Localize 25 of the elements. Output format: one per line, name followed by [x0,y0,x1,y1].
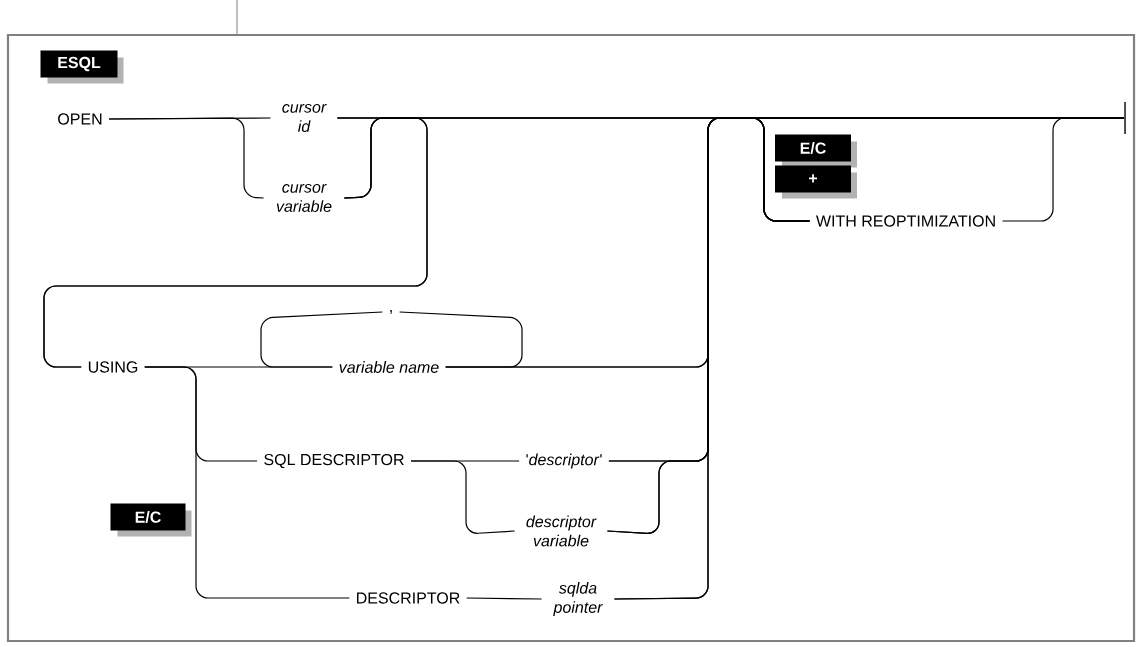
node-label: E/C [800,142,826,154]
keyword: , [382,304,400,320]
railroad-line [399,311,523,368]
railroad-line [43,117,428,368]
variable-term: variable name [332,355,446,379]
railroad-line [1001,117,1125,222]
badge: + [775,165,857,199]
keyword: USING [81,355,145,379]
railroad-line [144,366,350,599]
variable-term: descriptor variable [515,509,607,553]
badge: E/C [775,134,857,168]
keyword: 'descriptor' [519,447,609,475]
badge: ESQL [40,50,124,84]
variable-term: cursor variable [264,178,344,218]
railroad-line [466,597,543,600]
keyword: WITH REOPTIMIZATION [809,209,1003,233]
variable-term: sqlda pointer [542,575,614,623]
railroad-line [260,311,383,368]
keyword: DESCRIPTOR [349,586,467,610]
variable-term: cursor id [271,98,337,138]
railroad-line [108,117,265,199]
railroad-line [410,460,516,534]
keyword: OPEN [51,107,109,131]
keyword: SQL DESCRIPTOR [257,447,411,475]
badge: E/C [110,503,192,537]
